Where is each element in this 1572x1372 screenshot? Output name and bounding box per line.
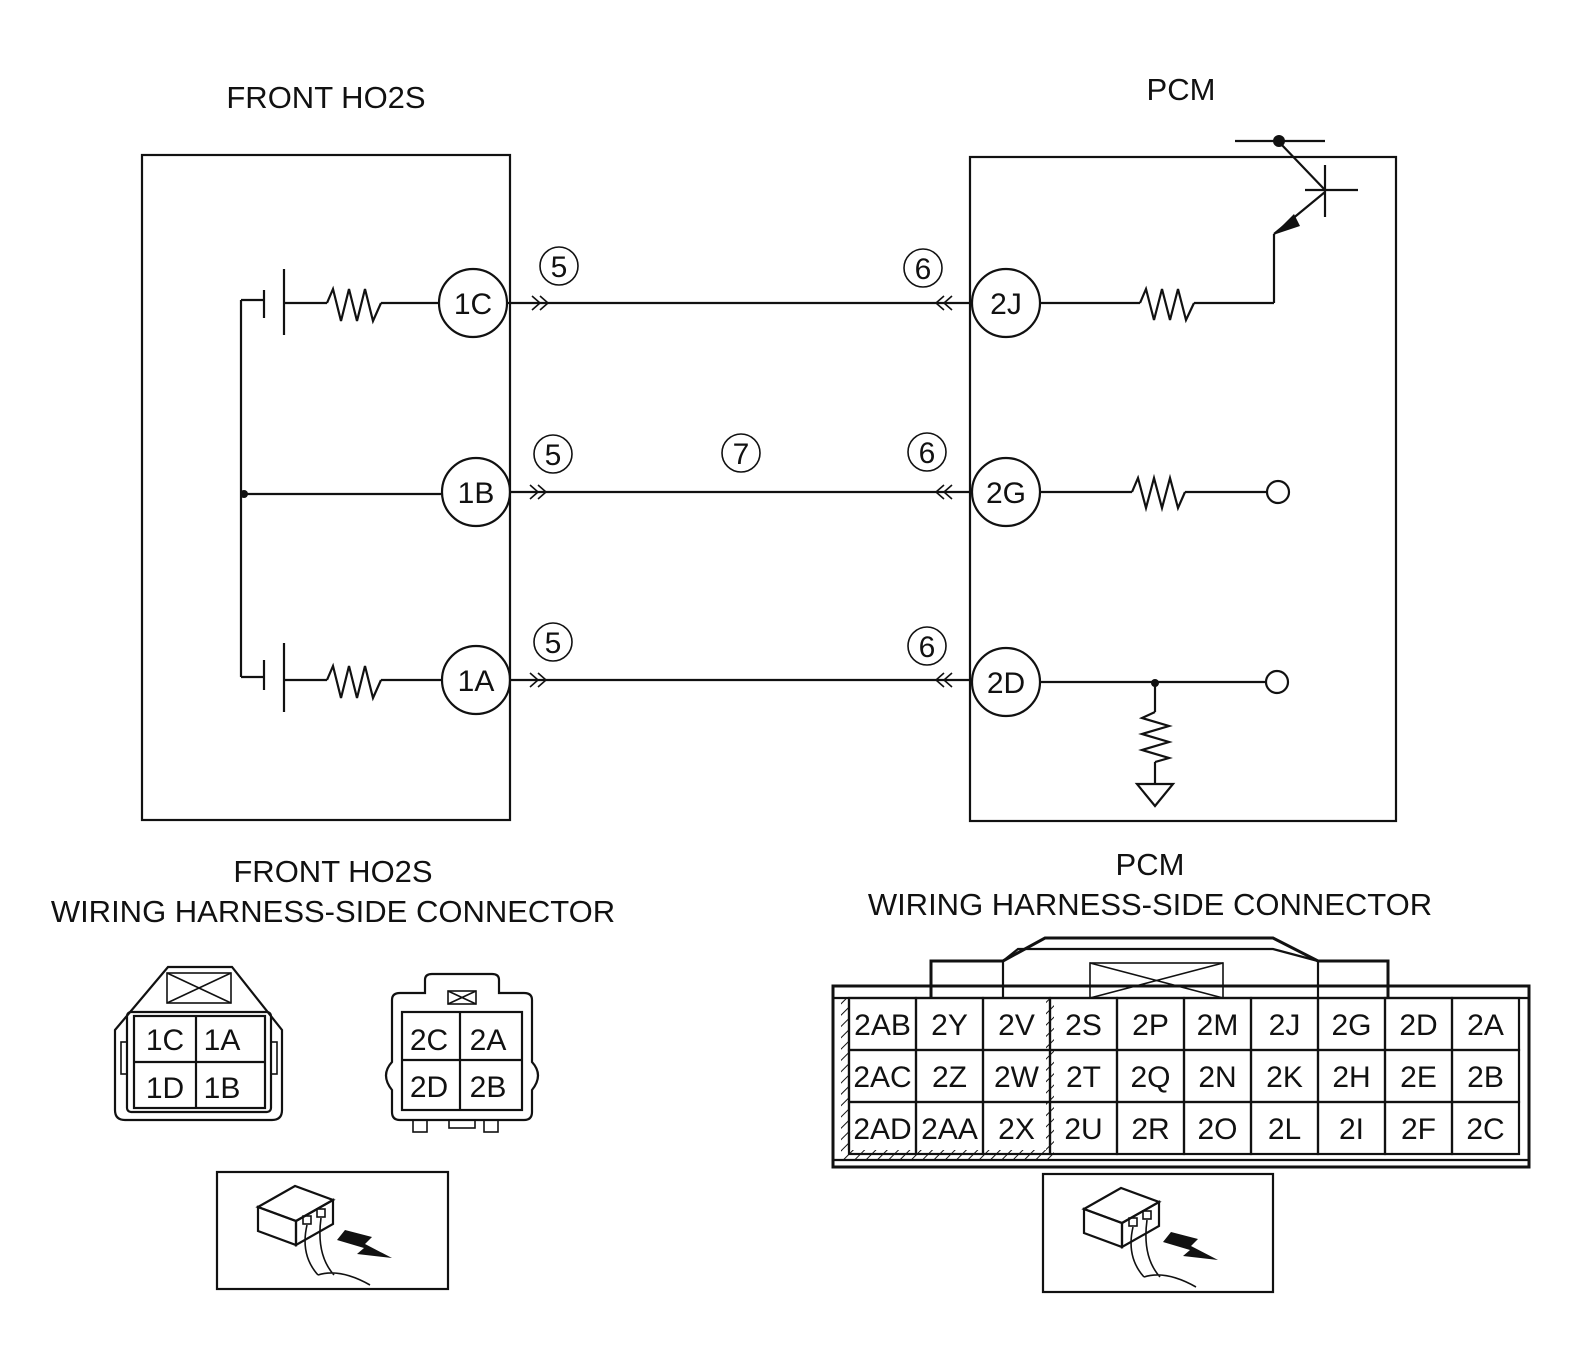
- pcm-pin-label: 2O: [1197, 1113, 1237, 1146]
- pin-2d: 2D: [410, 1071, 448, 1104]
- pin-2a: 2A: [470, 1024, 507, 1057]
- svg-text:5: 5: [545, 627, 562, 660]
- pcm-pin-label: 2AA: [921, 1113, 978, 1146]
- pcm-pin-label: 2J: [1269, 1009, 1301, 1042]
- pcm-connector-subtitle: WIRING HARNESS-SIDE CONNECTOR: [868, 887, 1432, 922]
- svg-text:6: 6: [919, 631, 936, 664]
- supply-node-dot: [1273, 135, 1285, 147]
- open-terminal-icon: [1264, 669, 1290, 695]
- pcm-pin-label: 2W: [994, 1061, 1040, 1094]
- pcm-internal-circuit: [1041, 135, 1358, 808]
- pcm-terminal-2g: 2G: [970, 456, 1042, 528]
- circled-number-5: 5: [533, 434, 573, 474]
- svg-text:2G: 2G: [986, 477, 1026, 510]
- pcm-pin-label: 2G: [1331, 1009, 1371, 1042]
- front-ho2s-connector: 1C 1A 1D 1B: [113, 965, 284, 1122]
- pcm-pin-label: 2Y: [931, 1009, 968, 1042]
- pcm-pin-label: 2H: [1332, 1061, 1370, 1094]
- pcm-pin-label: 2AB: [854, 1009, 911, 1042]
- svg-text:2J: 2J: [990, 288, 1022, 321]
- circled-number-6: 6: [903, 248, 943, 288]
- pcm-box: [968, 155, 1398, 823]
- pcm-pin-label: 2X: [998, 1113, 1035, 1146]
- pcm-pin-label: 2A: [1467, 1009, 1504, 1042]
- pcm-pin-label: 2I: [1339, 1113, 1364, 1146]
- transistor-emitter-arrow-icon: [1273, 214, 1300, 235]
- front-connector-subtitle: WIRING HARNESS-SIDE CONNECTOR: [51, 894, 615, 929]
- front-ho2s-title: FRONT HO2S: [226, 80, 425, 115]
- svg-text:7: 7: [733, 438, 750, 471]
- view-direction-icon: [1041, 1172, 1275, 1294]
- svg-text:5: 5: [551, 251, 568, 284]
- pcm-title: PCM: [1147, 72, 1216, 107]
- pcm-pin-label: 2AD: [853, 1113, 911, 1146]
- pin-1d: 1D: [146, 1072, 184, 1105]
- wire-1a-2d: [510, 672, 973, 688]
- pcm-pin-label: 2S: [1065, 1009, 1102, 1042]
- pcm-pin-label: 2V: [998, 1009, 1035, 1042]
- svg-text:1C: 1C: [454, 288, 492, 321]
- pcm-pin-label: 2AC: [853, 1061, 911, 1094]
- pcm-pin-label: 2K: [1266, 1061, 1303, 1094]
- pcm-pin-label: 2N: [1198, 1061, 1236, 1094]
- pcm-pin-cell: [1450, 1100, 1521, 1156]
- svg-text:2D: 2D: [987, 667, 1025, 700]
- junction-dot: [240, 490, 248, 498]
- pcm-pin-label: 2F: [1401, 1113, 1436, 1146]
- pcm-connector-title: PCM: [1116, 847, 1185, 882]
- pcm-pin-label: 2Z: [932, 1061, 967, 1094]
- ho2s-terminal-1c: 1C: [437, 267, 509, 339]
- ground-icon: [1134, 782, 1176, 808]
- pin-1a: 1A: [204, 1024, 241, 1057]
- ho2s-terminal-1b: 1B: [440, 456, 512, 528]
- circled-number-7: 7: [721, 433, 761, 473]
- open-terminal-icon: [1265, 479, 1291, 505]
- pcm-connector-grid: 2AB 2Y 2V 2S 2P 2M 2J 2G 2D 2A 2AC 2Z 2W 2T 2Q 2N 2K 2H 2E…: [847, 996, 1521, 1156]
- pcm-pin-label: 2D: [1399, 1009, 1437, 1042]
- pcm-pin-label: 2C: [1466, 1113, 1504, 1146]
- svg-text:1A: 1A: [458, 665, 495, 698]
- pin-2b: 2B: [470, 1071, 507, 1104]
- pcm-pin-label: 2P: [1132, 1009, 1169, 1042]
- circled-number-6: 6: [907, 432, 947, 472]
- pcm-pin-label: 2Q: [1130, 1061, 1170, 1094]
- ho2s-terminal-1a: 1A: [440, 644, 512, 716]
- svg-text:1B: 1B: [458, 477, 495, 510]
- second-connector: 2C 2A 2D 2B: [384, 972, 540, 1133]
- wire-1c-2j: [507, 295, 973, 311]
- front-ho2s-box: [140, 153, 512, 822]
- circled-number-5: 5: [539, 246, 579, 286]
- svg-text:5: 5: [545, 439, 562, 472]
- pcm-pin-label: 2B: [1467, 1061, 1504, 1094]
- wire-1b-2g: [510, 484, 973, 500]
- pin-2c: 2C: [410, 1024, 448, 1057]
- svg-text:6: 6: [919, 437, 936, 470]
- view-direction-icon: [215, 1170, 450, 1291]
- pcm-pin-label: 2R: [1131, 1113, 1169, 1146]
- circled-number-6: 6: [907, 626, 947, 666]
- pcm-terminal-2j: 2J: [970, 267, 1042, 339]
- pcm-pin-label: 2U: [1064, 1113, 1102, 1146]
- pcm-terminal-2d: 2D: [970, 646, 1042, 718]
- pin-1b: 1B: [204, 1072, 241, 1105]
- pin-1c: 1C: [146, 1024, 184, 1057]
- svg-text:6: 6: [915, 253, 932, 286]
- front-connector-title: FRONT HO2S: [233, 854, 432, 889]
- pcm-pin-label: 2E: [1400, 1061, 1437, 1094]
- pcm-pin-label: 2M: [1197, 1009, 1239, 1042]
- circled-number-5: 5: [533, 622, 573, 662]
- pcm-pin-label: 2T: [1066, 1061, 1101, 1094]
- ho2s-internal-circuit: [239, 269, 441, 712]
- pcm-pin-label: 2L: [1268, 1113, 1301, 1146]
